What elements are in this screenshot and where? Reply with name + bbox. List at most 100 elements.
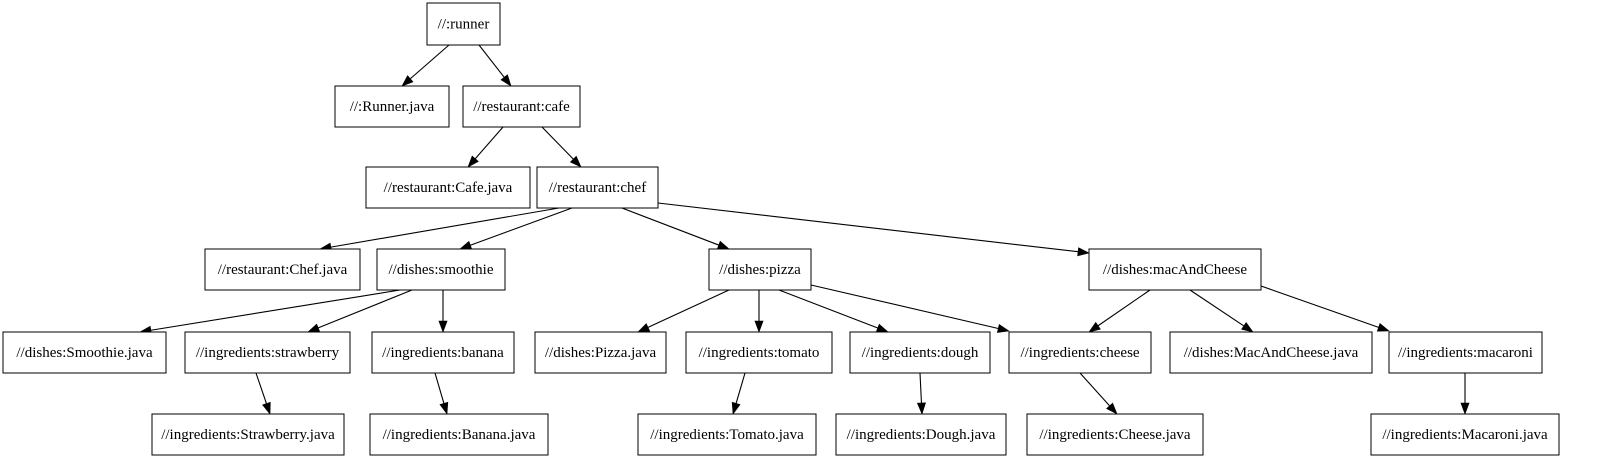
graph-node-cheese_java[interactable]: //ingredients:Cheese.java	[1026, 413, 1204, 456]
graph-node-restaurant_chef[interactable]: //restaurant:chef	[536, 166, 659, 209]
edge-arrowhead	[262, 401, 271, 415]
node-box[interactable]	[1008, 331, 1152, 374]
node-box[interactable]	[1169, 331, 1373, 374]
edge-arrowhead	[569, 155, 582, 168]
edge-arrowhead	[467, 155, 479, 168]
node-box[interactable]	[151, 413, 345, 456]
edge-line	[657, 202, 1079, 253]
node-label: //ingredients:tomato	[699, 345, 820, 361]
graph-node-runner_java[interactable]: //:Runner.java	[334, 85, 450, 128]
edge-dishes_pizza-to-dough	[778, 289, 889, 333]
graph-node-dough[interactable]: //ingredients:dough	[849, 331, 991, 374]
edge-arrowhead	[1106, 402, 1118, 415]
node-label: //ingredients:Banana.java	[383, 427, 536, 443]
graph-node-strawberry_java[interactable]: //ingredients:Strawberry.java	[151, 413, 345, 456]
graph-node-chef_java[interactable]: //restaurant:Chef.java	[204, 248, 361, 291]
node-box[interactable]	[369, 413, 549, 456]
graph-node-banana[interactable]: //ingredients:banana	[371, 331, 515, 374]
node-box[interactable]	[1088, 248, 1262, 291]
node-box[interactable]	[1026, 413, 1204, 456]
node-label: //restaurant:Cafe.java	[384, 180, 513, 196]
graph-node-macncheese_java[interactable]: //dishes:MacAndCheese.java	[1169, 331, 1373, 374]
edge-dishes_pizza-to-cheese	[810, 284, 1010, 333]
edge-line	[470, 207, 573, 246]
edge-arrowhead	[1088, 321, 1101, 333]
node-label: //ingredients:Cheese.java	[1039, 427, 1191, 443]
graph-node-tomato_java[interactable]: //ingredients:Tomato.java	[637, 413, 817, 456]
graph-node-dishes_smoothie[interactable]: //dishes:smoothie	[376, 248, 506, 291]
node-box[interactable]	[334, 85, 450, 128]
edge-line	[1260, 285, 1379, 328]
edge-line	[778, 289, 878, 329]
edge-macaroni-to-macaroni_java	[1460, 373, 1470, 415]
node-box[interactable]	[2, 331, 167, 374]
edge-line	[621, 207, 719, 246]
edge-line	[474, 126, 504, 160]
node-box[interactable]	[536, 166, 659, 209]
edge-line	[1097, 289, 1151, 327]
edge-runner-to-restaurant_cafe	[478, 44, 512, 87]
node-box[interactable]	[685, 331, 833, 374]
graph-node-dishes_macncheese[interactable]: //dishes:macAndCheese	[1088, 248, 1262, 291]
node-label: //dishes:Smoothie.java	[16, 345, 153, 361]
edge-line	[735, 372, 746, 404]
edge-dishes_macncheese-to-macncheese_java	[1189, 289, 1254, 333]
graph-node-runner[interactable]: //:runner	[426, 2, 501, 46]
node-box[interactable]	[1388, 331, 1543, 374]
edge-arrowhead	[439, 401, 449, 415]
graph-node-banana_java[interactable]: //ingredients:Banana.java	[369, 413, 549, 456]
node-box[interactable]	[426, 2, 501, 46]
node-label: //ingredients:Strawberry.java	[161, 427, 335, 443]
edge-arrowhead	[438, 320, 448, 333]
edge-strawberry-to-strawberry_java	[255, 372, 271, 415]
node-box[interactable]	[637, 413, 817, 456]
graph-node-tomato[interactable]: //ingredients:tomato	[685, 331, 833, 374]
edge-arrowhead	[996, 324, 1010, 333]
graph-node-restaurant_cafe[interactable]: //restaurant:cafe	[462, 85, 581, 128]
node-box[interactable]	[708, 248, 812, 291]
graph-node-pizza_java[interactable]: //dishes:Pizza.java	[534, 331, 667, 374]
edge-restaurant_chef-to-dishes_macncheese	[657, 202, 1090, 257]
edge-runner-to-runner_java	[401, 44, 450, 87]
edge-arrowhead	[716, 240, 730, 250]
graph-node-cheese[interactable]: //ingredients:cheese	[1008, 331, 1152, 374]
graph-node-dough_java[interactable]: //ingredients:Dough.java	[835, 413, 1007, 456]
edge-banana-to-banana_java	[434, 372, 449, 415]
edge-arrowhead	[875, 323, 889, 333]
edge-line	[919, 372, 923, 404]
node-label: //ingredients:Dough.java	[847, 427, 996, 443]
node-box[interactable]	[184, 331, 351, 374]
node-box[interactable]	[204, 248, 361, 291]
node-box[interactable]	[849, 331, 991, 374]
node-box[interactable]	[835, 413, 1007, 456]
edge-arrowhead	[1460, 402, 1470, 415]
edge-dishes_pizza-to-tomato	[754, 290, 764, 333]
graph-node-macaroni[interactable]: //ingredients:macaroni	[1388, 331, 1543, 374]
node-box[interactable]	[1370, 413, 1560, 456]
node-label: //:Runner.java	[350, 99, 435, 115]
node-label: //dishes:pizza	[719, 262, 801, 278]
edge-dough-to-dough_java	[916, 372, 926, 415]
edge-dishes_macncheese-to-cheese	[1088, 289, 1151, 333]
node-box[interactable]	[365, 166, 531, 209]
node-box[interactable]	[534, 331, 667, 374]
node-box[interactable]	[371, 331, 515, 374]
graph-node-macaroni_java[interactable]: //ingredients:Macaroni.java	[1370, 413, 1560, 456]
edge-line	[434, 372, 445, 404]
edge-line	[330, 207, 560, 248]
node-label: //dishes:macAndCheese	[1103, 262, 1247, 278]
edge-line	[810, 284, 999, 330]
graph-node-cafe_java[interactable]: //restaurant:Cafe.java	[365, 166, 531, 209]
node-box[interactable]	[376, 248, 506, 291]
node-label: //dishes:Pizza.java	[545, 345, 657, 361]
edge-arrowhead	[1241, 321, 1254, 333]
edge-dishes_smoothie-to-smoothie_java	[139, 289, 401, 335]
edge-line	[1079, 372, 1111, 407]
graph-node-smoothie_java[interactable]: //dishes:Smoothie.java	[2, 331, 167, 374]
edge-arrowhead	[637, 323, 651, 333]
edge-line	[478, 44, 505, 78]
graph-node-dishes_pizza[interactable]: //dishes:pizza	[708, 248, 812, 291]
node-box[interactable]	[462, 85, 581, 128]
graph-node-strawberry[interactable]: //ingredients:strawberry	[184, 331, 351, 374]
